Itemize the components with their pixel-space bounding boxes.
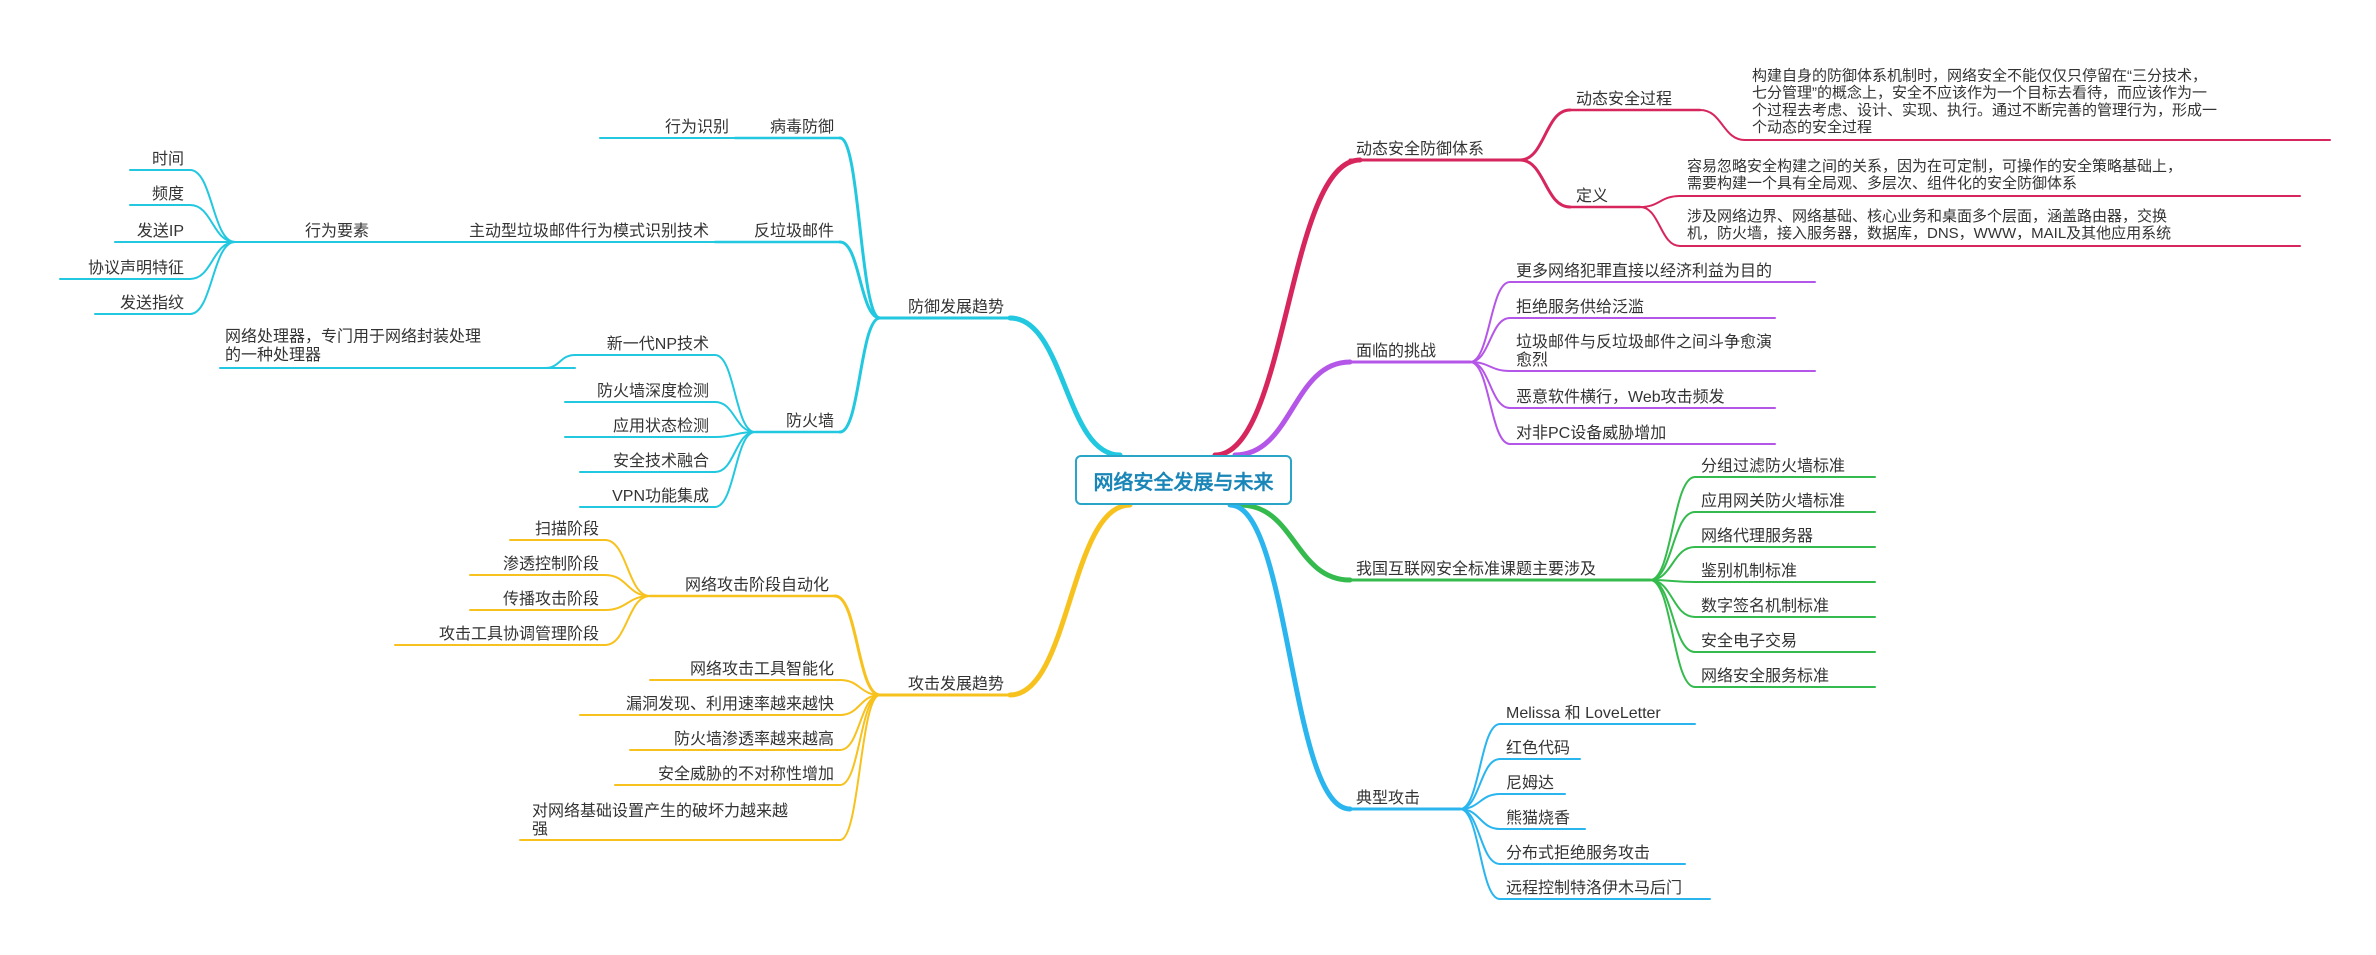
connector-line bbox=[1212, 157, 1363, 458]
definition-item[interactable]: 容易忽略安全构建之间的关系，因为在可定制，可操作的安全策略基础上，需要构建一个具… bbox=[1687, 157, 2182, 192]
attack-trend-item[interactable]: 漏洞发现、利用速率越来越快 bbox=[626, 695, 834, 713]
attack-item[interactable]: 尼姆达 bbox=[1506, 774, 1554, 792]
connector-line bbox=[1007, 315, 1123, 458]
definition[interactable]: 定义 bbox=[1576, 187, 1608, 205]
behavior-element[interactable]: 协议声明特征 bbox=[88, 259, 184, 277]
connector-line bbox=[604, 539, 651, 597]
connector-line bbox=[1469, 361, 1511, 445]
standard-item[interactable]: 安全电子交易 bbox=[1701, 632, 1797, 650]
attack-automation[interactable]: 网络攻击阶段自动化 bbox=[685, 575, 829, 594]
behavior-element[interactable]: 时间 bbox=[152, 150, 184, 168]
connector-line bbox=[839, 694, 881, 841]
automation-stage[interactable]: 传播攻击阶段 bbox=[503, 590, 599, 608]
standard-item[interactable]: 分组过滤防火墙标准 bbox=[1701, 457, 1845, 475]
connector-line bbox=[1227, 502, 1353, 812]
connector-line bbox=[838, 136, 882, 320]
connector-line bbox=[544, 354, 576, 369]
automation-stage[interactable]: 渗透控制阶段 bbox=[503, 555, 599, 573]
connector-line bbox=[1459, 723, 1501, 810]
challenge-item[interactable]: 对非PC设备威胁增加 bbox=[1516, 424, 1666, 442]
connector-line bbox=[1649, 511, 1696, 581]
np-description[interactable]: 网络处理器，专门用于网络封装处理的一种处理器 bbox=[225, 327, 481, 364]
connector-line bbox=[189, 241, 236, 280]
challenge-item[interactable]: 恶意软件横行，Web攻击频发 bbox=[1516, 387, 1725, 406]
firewall-item[interactable]: 应用状态检测 bbox=[613, 416, 709, 435]
connector-line bbox=[1649, 579, 1696, 618]
standard-item[interactable]: 鉴别机制标准 bbox=[1701, 562, 1797, 580]
automation-stage[interactable]: 扫描阶段 bbox=[535, 520, 599, 538]
attack-trend-item[interactable]: 网络攻击工具智能化 bbox=[690, 659, 834, 678]
branch-defense-trend[interactable]: 防御发展趋势 bbox=[908, 298, 1004, 316]
np-technology[interactable]: 新一代NP技术 bbox=[607, 335, 709, 353]
attack-item[interactable]: 熊猫烧香 bbox=[1506, 809, 1570, 827]
connector-line bbox=[1639, 206, 1681, 247]
attack-trend-item[interactable]: 对网络基础设置产生的破坏力越来越强 bbox=[532, 801, 788, 838]
connector-line bbox=[1699, 109, 1746, 141]
branch-standards[interactable]: 我国互联网安全标准课题主要涉及 bbox=[1356, 560, 1596, 578]
attack-trend-item[interactable]: 安全威胁的不对称性增加 bbox=[658, 765, 834, 783]
node-labels: 动态安全防御体系 动态安全过程 构建自身的防御体系机制时，网络安全不能仅仅只停留在“… bbox=[88, 66, 2217, 897]
attack-item[interactable]: 红色代码 bbox=[1506, 739, 1570, 757]
connector-line bbox=[833, 594, 882, 697]
central-topic-label: 网络安全发展与未来 bbox=[1093, 471, 1274, 494]
virus-defense[interactable]: 病毒防御 bbox=[770, 118, 834, 136]
behavior-element[interactable]: 发送指纹 bbox=[120, 294, 184, 312]
attack-item[interactable]: 远程控制特洛伊木马后门 bbox=[1506, 879, 1682, 897]
connector-line bbox=[1649, 546, 1696, 581]
connector-line bbox=[1518, 108, 1572, 162]
connector-line bbox=[1232, 359, 1353, 458]
challenge-item[interactable]: 更多网络犯罪直接以经济利益为目的 bbox=[1516, 261, 1772, 280]
connector-line bbox=[838, 240, 882, 320]
attack-item[interactable]: 分布式拒绝服务攻击 bbox=[1506, 844, 1650, 862]
connector-line bbox=[1459, 808, 1501, 900]
connector-line bbox=[714, 401, 756, 433]
connector-line bbox=[1237, 502, 1353, 583]
connector-line bbox=[1469, 317, 1511, 363]
spam-behavior-pattern[interactable]: 主动型垃圾邮件行为模式识别技术 bbox=[469, 222, 709, 240]
connector-line bbox=[1649, 579, 1696, 688]
definition-item[interactable]: 涉及网络边界、网络基础、核心业务和桌面多个层面，涵盖路由器，交换机，防火墙，接入… bbox=[1687, 207, 2171, 242]
connector-line bbox=[1649, 476, 1696, 581]
branch-attack-trend[interactable]: 攻击发展趋势 bbox=[908, 675, 1004, 693]
challenge-item[interactable]: 垃圾邮件与反垃圾邮件之间斗争愈演愈烈 bbox=[1516, 333, 1772, 369]
standard-item[interactable]: 数字签名机制标准 bbox=[1701, 597, 1829, 615]
branch-dynamic-defense[interactable]: 动态安全防御体系 bbox=[1356, 140, 1484, 158]
automation-stage[interactable]: 攻击工具协调管理阶段 bbox=[439, 625, 599, 643]
connector-line bbox=[1639, 195, 1681, 208]
behavior-element[interactable]: 频度 bbox=[152, 185, 184, 203]
attack-trend-item[interactable]: 防火墙渗透率越来越高 bbox=[674, 730, 834, 748]
connector-line bbox=[189, 241, 236, 315]
connector-line bbox=[1469, 281, 1511, 363]
standard-item[interactable]: 网络安全服务标准 bbox=[1701, 666, 1829, 685]
anti-spam[interactable]: 反垃圾邮件 bbox=[754, 222, 834, 240]
firewall-item[interactable]: 防火墙深度检测 bbox=[597, 382, 709, 400]
connector-line bbox=[189, 204, 236, 243]
connector-line bbox=[714, 431, 756, 508]
challenge-item[interactable]: 拒绝服务供给泛滥 bbox=[1516, 298, 1644, 316]
behavior-recognition[interactable]: 行为识别 bbox=[665, 118, 729, 136]
attack-item[interactable]: Melissa 和 LoveLetter bbox=[1506, 704, 1661, 722]
connector-line bbox=[604, 595, 651, 646]
behavior-element[interactable]: 发送IP bbox=[137, 222, 184, 240]
dynamic-process-text[interactable]: 构建自身的防御体系机制时，网络安全不能仅仅只停留在“三分技术，七分管理”的概念上… bbox=[1752, 66, 2217, 136]
firewall[interactable]: 防火墙 bbox=[786, 412, 834, 430]
firewall-item[interactable]: 安全技术融合 bbox=[613, 452, 709, 470]
connector-line bbox=[189, 169, 236, 243]
branch-typical-attacks[interactable]: 典型攻击 bbox=[1356, 789, 1420, 807]
dynamic-process[interactable]: 动态安全过程 bbox=[1576, 90, 1672, 108]
connector-line bbox=[1007, 502, 1133, 698]
behavior-elements[interactable]: 行为要素 bbox=[305, 222, 369, 240]
standard-item[interactable]: 网络代理服务器 bbox=[1701, 526, 1813, 545]
standard-item[interactable]: 应用网关防火墙标准 bbox=[1701, 491, 1845, 510]
connector-line bbox=[838, 316, 882, 434]
connector-line bbox=[1518, 158, 1572, 209]
branch-lines bbox=[59, 108, 2331, 900]
firewall-item[interactable]: VPN功能集成 bbox=[612, 487, 709, 505]
branch-challenges[interactable]: 面临的挑战 bbox=[1356, 342, 1436, 360]
connector-line bbox=[714, 354, 756, 433]
central-topic[interactable]: 网络安全发展与未来 bbox=[1075, 455, 1292, 505]
